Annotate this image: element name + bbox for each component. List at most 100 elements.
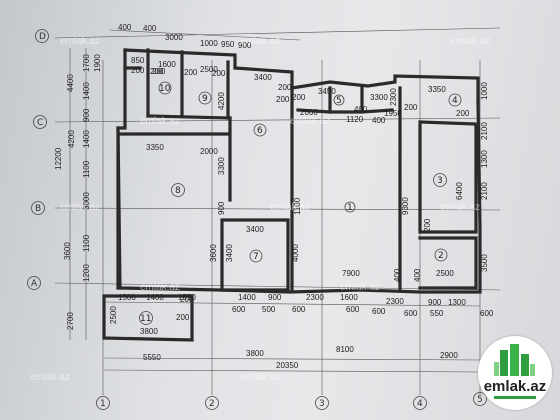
watermark-5: emlak.az bbox=[290, 116, 330, 127]
dim-int-11: 3400 bbox=[225, 244, 234, 262]
dim-room11-3800: 3800 bbox=[140, 327, 158, 336]
axis-row-A: A bbox=[31, 279, 38, 289]
dim-int-38: 200 bbox=[180, 295, 194, 304]
dim-bottom1-6: 1600 bbox=[340, 293, 358, 302]
dim-int-35: 3500 bbox=[480, 254, 489, 272]
dim-top-1000: 1000 bbox=[200, 39, 218, 48]
room-11-label: 11 bbox=[140, 314, 151, 324]
watermark-11: emlak.az bbox=[30, 372, 70, 383]
room-8-label: 8 bbox=[175, 186, 181, 196]
watermark-9: emlak.az bbox=[140, 282, 180, 293]
dim-int-22: 3350 bbox=[428, 85, 446, 94]
dim-bottom2-7: 600 bbox=[480, 309, 494, 318]
buildings-icon bbox=[494, 344, 536, 399]
dim-left-1400: 1400 bbox=[82, 82, 91, 100]
axis-row-D: D bbox=[39, 32, 46, 42]
room-6-label: 6 bbox=[257, 126, 263, 136]
watermark-3: emlak.az bbox=[450, 36, 490, 47]
dim-int-9: 3400 bbox=[246, 225, 264, 234]
room-3-label: 3 bbox=[437, 176, 443, 186]
dim-left-1100: 1100 bbox=[82, 160, 91, 178]
dim-left-1400b: 1400 bbox=[82, 130, 91, 148]
dim-int-24: 200 bbox=[276, 95, 290, 104]
walls bbox=[102, 48, 482, 342]
room-2-label: 2 bbox=[438, 251, 444, 261]
dim-bottom1-9: 1300 bbox=[448, 298, 466, 307]
dim-bottom1-4: 900 bbox=[268, 293, 282, 302]
watermark-2: emlak.az bbox=[240, 36, 280, 47]
dim-left-1200: 1200 bbox=[82, 264, 91, 282]
dim-int-2: 200 bbox=[212, 69, 226, 78]
dim-top-200a: 200 bbox=[131, 66, 145, 75]
axis-col-2: 2 bbox=[209, 399, 215, 409]
dim-top-950: 950 bbox=[221, 40, 235, 49]
dim-int-37: 400 bbox=[413, 268, 422, 282]
dim-bottom1-2: 1550 bbox=[178, 293, 196, 302]
dim-top-200c: 200 bbox=[278, 83, 292, 92]
dim-left-1100b: 1100 bbox=[82, 234, 91, 252]
dim-left-2700: 2700 bbox=[66, 312, 75, 330]
room-4-label: 4 bbox=[452, 96, 458, 106]
dim-left-1900: 1900 bbox=[93, 54, 102, 72]
dim-int-25: 200 bbox=[292, 93, 306, 102]
logo-wordmark: emlak.az bbox=[483, 378, 547, 395]
dim-room11-2500: 2500 bbox=[109, 306, 118, 324]
dim-int-31: 200 bbox=[423, 218, 432, 232]
watermark-12: emlak.az bbox=[240, 372, 280, 383]
dim-int-17: 2000 bbox=[300, 108, 318, 117]
dim-bottom2-1: 500 bbox=[262, 305, 276, 314]
watermark-8: emlak.az bbox=[440, 202, 480, 213]
watermark-6: emlak.az bbox=[60, 202, 100, 213]
dim-bottom1-1: 1400 bbox=[146, 293, 164, 302]
dim-int-7: 900 bbox=[217, 201, 226, 215]
dim-top-3400: 3400 bbox=[254, 73, 272, 82]
dim-int-5: 2000 bbox=[200, 147, 218, 156]
room-5-label: 5 bbox=[336, 96, 342, 106]
left-dimensions: 4400 12200 3600 2700 1700 1900 1400 900 … bbox=[54, 48, 102, 340]
dim-int-33: 2100 bbox=[480, 122, 489, 140]
axis-row-B: B bbox=[35, 204, 41, 214]
interior-dimensions: 200 200 200 4200 3350 2000 3300 900 1100… bbox=[146, 67, 489, 304]
room-9-label: 9 bbox=[202, 94, 208, 104]
dim-int-36: 400 bbox=[393, 268, 402, 282]
axis-col-1: 1 bbox=[100, 399, 106, 409]
dim-room11-200: 200 bbox=[176, 313, 190, 322]
dim-int-34: 2100 bbox=[480, 182, 489, 200]
dim-left-3600: 3600 bbox=[63, 242, 72, 260]
dim-top-1600: 1600 bbox=[158, 60, 176, 69]
dim-left-4200: 4200 bbox=[67, 130, 76, 148]
dim-int-15: 3300 bbox=[370, 93, 388, 102]
bottom-dimensions: 1500 1400 1550 1400 900 2300 1600 2300 9… bbox=[103, 293, 494, 373]
dim-top-3000: 3000 bbox=[165, 33, 183, 42]
dim-int-0: 200 bbox=[152, 67, 166, 76]
watermark-1: emlak.az bbox=[60, 36, 100, 47]
dim-left-900: 900 bbox=[82, 108, 91, 122]
room-10-label: 10 bbox=[159, 84, 171, 94]
top-dimensions: 400 400 3000 1000 950 900 850 200 1600 2… bbox=[109, 23, 301, 92]
dim-int-26: 200 bbox=[404, 103, 418, 112]
dim-int-19: 1120 bbox=[346, 115, 364, 124]
dim-top-900: 900 bbox=[238, 41, 252, 50]
dim-bottom2-6: 550 bbox=[430, 309, 444, 318]
watermark-7: emlak.az bbox=[270, 202, 310, 213]
dim-int-29: 9300 bbox=[401, 197, 410, 215]
axis-col-4: 4 bbox=[417, 399, 423, 409]
axis-col-3: 3 bbox=[319, 399, 325, 409]
dim-int-18: 400 bbox=[354, 105, 368, 114]
dim-left-4400: 4400 bbox=[66, 74, 75, 92]
dim-top-400a: 400 bbox=[118, 23, 132, 32]
dim-bottom2-4: 600 bbox=[372, 307, 386, 316]
dim-bottom2-5: 600 bbox=[404, 309, 418, 318]
watermark-4: emlak.az bbox=[140, 116, 180, 127]
room-1-label: 1 bbox=[347, 203, 353, 213]
dim-overall-8100: 8100 bbox=[336, 345, 354, 354]
dim-int-21: 400 bbox=[372, 116, 386, 125]
dim-bottom2-0: 600 bbox=[232, 305, 246, 314]
dim-int-28: 6400 bbox=[455, 182, 464, 200]
dim-top-850: 850 bbox=[131, 56, 145, 65]
dim-int-30: 2500 bbox=[436, 269, 454, 278]
watermark-10: emlak.az bbox=[340, 282, 380, 293]
dim-overall-5550: 5550 bbox=[143, 353, 161, 362]
emlak-logo: emlak.az bbox=[478, 336, 552, 410]
